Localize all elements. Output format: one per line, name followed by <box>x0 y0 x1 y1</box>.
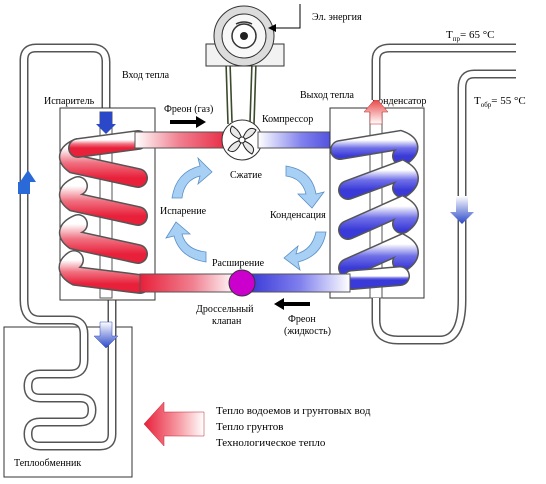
gas-pipe <box>134 131 234 149</box>
heat-exchanger-label: Теплообменник <box>14 458 81 469</box>
svg-text:Tобр= 55 °C: Tобр= 55 °C <box>474 95 526 109</box>
heat-out-label: Выход тепла <box>300 90 354 101</box>
cycle-arrow-valve-to-evap <box>165 221 207 263</box>
heat-source-1: Тепло водоемов и грунтовых вод <box>216 405 371 417</box>
freon-gas-arrow <box>170 116 206 128</box>
expansion-valve <box>228 269 256 297</box>
compression-label: Сжатие <box>230 170 262 181</box>
condensation-label: Конденсация <box>270 210 326 221</box>
electric-motor <box>205 5 285 67</box>
freon-liquid-arrow <box>274 298 310 310</box>
power-arrow <box>268 24 276 32</box>
compressor-fan-icon <box>227 125 257 155</box>
svg-text:Tпр= 65 °C: Tпр= 65 °C <box>446 29 494 43</box>
condenser-label: Конденсатор <box>372 96 426 107</box>
freon-liquid-label-1: Фреон <box>288 314 316 325</box>
heat-source-arrow <box>143 401 205 447</box>
cycle-arrow-cond-to-valve <box>283 231 327 271</box>
liquid-pipe <box>249 273 351 293</box>
evaporation-label: Испарение <box>160 206 207 217</box>
evaporator-coil <box>58 130 150 294</box>
supply-temperature: Tпр= 65 °C <box>446 29 494 43</box>
freon-gas-label: Фреон (газ) <box>164 104 213 115</box>
throttle-valve-label-1: Дроссельный <box>196 304 254 315</box>
return-down-arrow <box>450 196 474 224</box>
cycle-arrows <box>165 156 327 271</box>
evaporator-label: Испаритель <box>44 96 95 107</box>
condenser-coil <box>330 129 419 290</box>
heat-in-label: Вход тепла <box>122 70 170 81</box>
evaporator-up-arrow <box>18 170 36 194</box>
electric-energy-label: Эл. энергия <box>312 12 362 23</box>
compressor-label: Компрессор <box>262 114 313 125</box>
expansion-label: Расширение <box>212 258 265 269</box>
heat-source-2: Тепло грунтов <box>216 421 283 433</box>
cycle-arrow-evap-to-comp <box>171 156 213 199</box>
throttle-valve-label-2: клапан <box>212 316 242 327</box>
heat-source-3: Технологическое тепло <box>216 437 326 449</box>
heat-out-up-arrow <box>363 97 389 125</box>
power-line <box>274 4 301 29</box>
freon-liquid-label-2: (жидкость) <box>284 326 331 337</box>
heat-in-down-arrow <box>96 112 116 134</box>
return-temperature: Tобр= 55 °C <box>474 95 526 109</box>
motor-drive-wires <box>225 61 257 125</box>
evaporator-out-down-arrow <box>93 321 119 349</box>
cycle-arrow-comp-to-cond <box>285 165 325 209</box>
liquid-return-pipe <box>139 273 237 293</box>
